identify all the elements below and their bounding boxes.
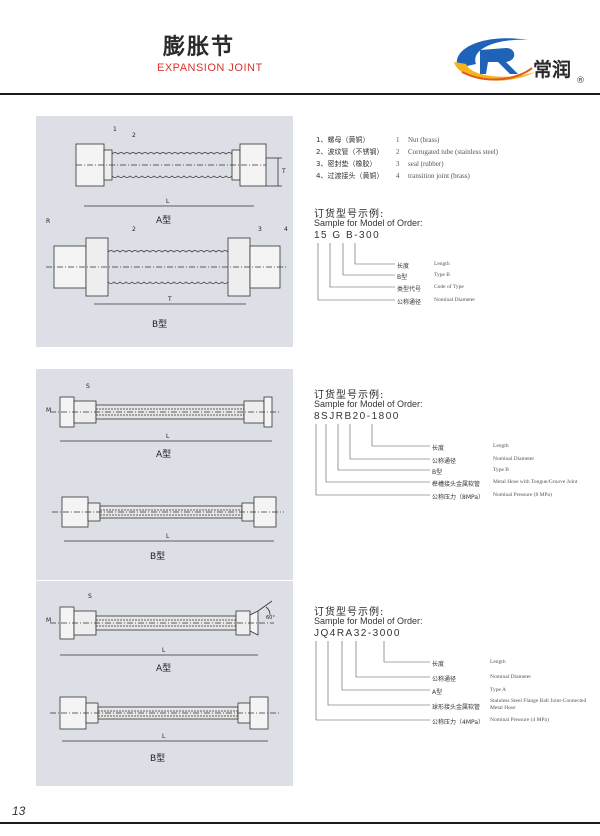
code-item-en: Type B bbox=[493, 467, 509, 473]
code-item-en: Metal Hose with Tongue/Groove Joint bbox=[493, 479, 578, 485]
code-item-cn: 公称压力（8MPa） bbox=[432, 494, 485, 501]
dim-l: L bbox=[162, 647, 166, 654]
brand-name: 常润 bbox=[533, 59, 572, 81]
label-r: R bbox=[46, 218, 51, 225]
legend-en: transition joint (brass) bbox=[408, 172, 470, 180]
callout-2-b: 2 bbox=[132, 226, 136, 233]
code-item-cn: A型 bbox=[432, 689, 443, 696]
code-item-cn: 长度 bbox=[397, 263, 410, 270]
code-item-cn: 长度 bbox=[432, 445, 445, 452]
sample-heading-en: Sample for Model of Order: bbox=[314, 399, 423, 409]
sample-heading-cn: 订货型号示例: bbox=[314, 607, 385, 618]
type-b-caption: B型 bbox=[150, 552, 166, 562]
page-subtitle: EXPANSION JOINT bbox=[157, 62, 263, 74]
dim-t-b: T bbox=[168, 296, 172, 303]
brand-logo-icon bbox=[454, 38, 535, 81]
code-item-cn: 长度 bbox=[432, 661, 445, 668]
dim-t-a: T bbox=[282, 168, 286, 175]
tongue-groove-hose-drawing bbox=[50, 396, 284, 542]
drawing-panel-ball-joint-hose: S M 60° L L A型 B型 bbox=[36, 581, 293, 786]
footer-divider bbox=[0, 822, 600, 824]
code-item-en: Nominal Diameter bbox=[434, 297, 476, 303]
code-item-cn: 公称通径 bbox=[432, 458, 457, 465]
model-code: 8SJRB20-1800 bbox=[314, 411, 400, 422]
sample-heading-cn: 订货型号示例: bbox=[314, 390, 385, 401]
parts-legend: 1、螺母（黄铜） 1 Nut (brass) 2、波纹管（不锈钢） 2 Corrugat… bbox=[316, 134, 600, 182]
type-a-caption: A型 bbox=[156, 450, 172, 460]
dim-l-b: L bbox=[162, 733, 166, 740]
registered-mark: ® bbox=[576, 76, 585, 86]
code-item-en: Type A bbox=[490, 687, 506, 693]
code-item-cn: B型 bbox=[432, 469, 443, 476]
label-s: S bbox=[86, 383, 90, 390]
legend-num: 2 bbox=[396, 148, 400, 156]
ball-joint-hose-drawing bbox=[50, 600, 280, 742]
code-item-en: Length bbox=[490, 659, 506, 665]
dim-l: L bbox=[166, 198, 170, 205]
page-number: 13 bbox=[12, 804, 26, 818]
code-item-en: Code of Type bbox=[434, 284, 464, 290]
sample-heading-en: Sample for Model of Order: bbox=[314, 218, 423, 228]
code-item-en: Nominal Pressure (4 MPa) bbox=[490, 717, 549, 723]
label-m: M bbox=[46, 617, 52, 624]
code-item-en: Type B bbox=[434, 272, 450, 278]
callout-3: 3 bbox=[258, 226, 262, 233]
drawing-panel-expansion-joint: 1 2 2 3 4 R L T T A型 B型 bbox=[36, 116, 293, 347]
legend-cn: 4、过渡接头（黄铜） bbox=[316, 172, 384, 180]
code-item-cn: 榫槽接头金属软管 bbox=[432, 481, 481, 488]
type-b-caption: B型 bbox=[150, 754, 166, 764]
dim-l-b: L bbox=[166, 533, 170, 540]
legend-cn: 3、密封垫（橡胶） bbox=[316, 160, 377, 168]
callout-4: 4 bbox=[284, 226, 288, 233]
code-item-en: Nominal Pressure (8 MPa) bbox=[493, 492, 552, 498]
legend-num: 1 bbox=[396, 136, 400, 144]
code-item-en: Nominal Diameter bbox=[493, 456, 535, 462]
expansion-joint-drawing bbox=[46, 143, 286, 305]
callout-2: 2 bbox=[132, 132, 136, 139]
code-item-en: Stainless Steel Flange Ball Joint-Connec… bbox=[490, 698, 587, 711]
label-s: S bbox=[88, 593, 92, 600]
legend-en: Corrugated tube (stainless steel) bbox=[408, 148, 499, 156]
legend-num: 3 bbox=[396, 160, 400, 168]
code-item-cn: 公称压力（4MPa） bbox=[432, 719, 485, 726]
code-item-en: Length bbox=[434, 261, 450, 267]
legend-row: 4、过渡接头（黄铜） 4 transition joint (brass) bbox=[316, 170, 600, 182]
code-item-cn: B型 bbox=[397, 274, 408, 281]
type-a-caption: A型 bbox=[156, 216, 172, 226]
sample-heading-en: Sample for Model of Order: bbox=[314, 616, 423, 626]
code-item-en: Length bbox=[493, 443, 509, 449]
code-item-cn: 公称通径 bbox=[432, 676, 457, 683]
dim-l: L bbox=[166, 433, 170, 440]
legend-en: seal (rubber) bbox=[408, 160, 444, 168]
legend-cn: 1、螺母（黄铜） bbox=[316, 136, 370, 144]
header-divider bbox=[0, 93, 600, 95]
model-code: 15 G B-300 bbox=[314, 230, 381, 241]
legend-en: Nut (brass) bbox=[408, 136, 440, 144]
code-item-cn: 类型代号 bbox=[397, 286, 422, 293]
legend-row: 1、螺母（黄铜） 1 Nut (brass) bbox=[316, 134, 600, 146]
sample-heading-cn: 订货型号示例: bbox=[314, 209, 385, 220]
page-title: 膨胀节 bbox=[163, 35, 236, 60]
drawing-panel-tongue-groove-hose: S M L L A型 B型 bbox=[36, 369, 293, 580]
label-angle: 60° bbox=[266, 615, 275, 621]
legend-row: 2、波纹管（不锈钢） 2 Corrugated tube (stainless st… bbox=[316, 146, 600, 158]
code-item-cn: 球形接头金属软管 bbox=[432, 704, 481, 711]
legend-row: 3、密封垫（橡胶） 3 seal (rubber) bbox=[316, 158, 600, 170]
type-a-caption: A型 bbox=[156, 664, 172, 674]
label-m: M bbox=[46, 407, 52, 414]
legend-cn: 2、波纹管（不锈钢） bbox=[316, 148, 384, 156]
type-b-caption: B型 bbox=[152, 320, 168, 330]
legend-num: 4 bbox=[396, 172, 400, 180]
callout-1: 1 bbox=[113, 126, 117, 133]
model-code: JQ4RA32-3000 bbox=[314, 628, 401, 639]
code-item-en: Nominal Diameter bbox=[490, 674, 532, 680]
code-item-cn: 公称通径 bbox=[397, 299, 422, 306]
